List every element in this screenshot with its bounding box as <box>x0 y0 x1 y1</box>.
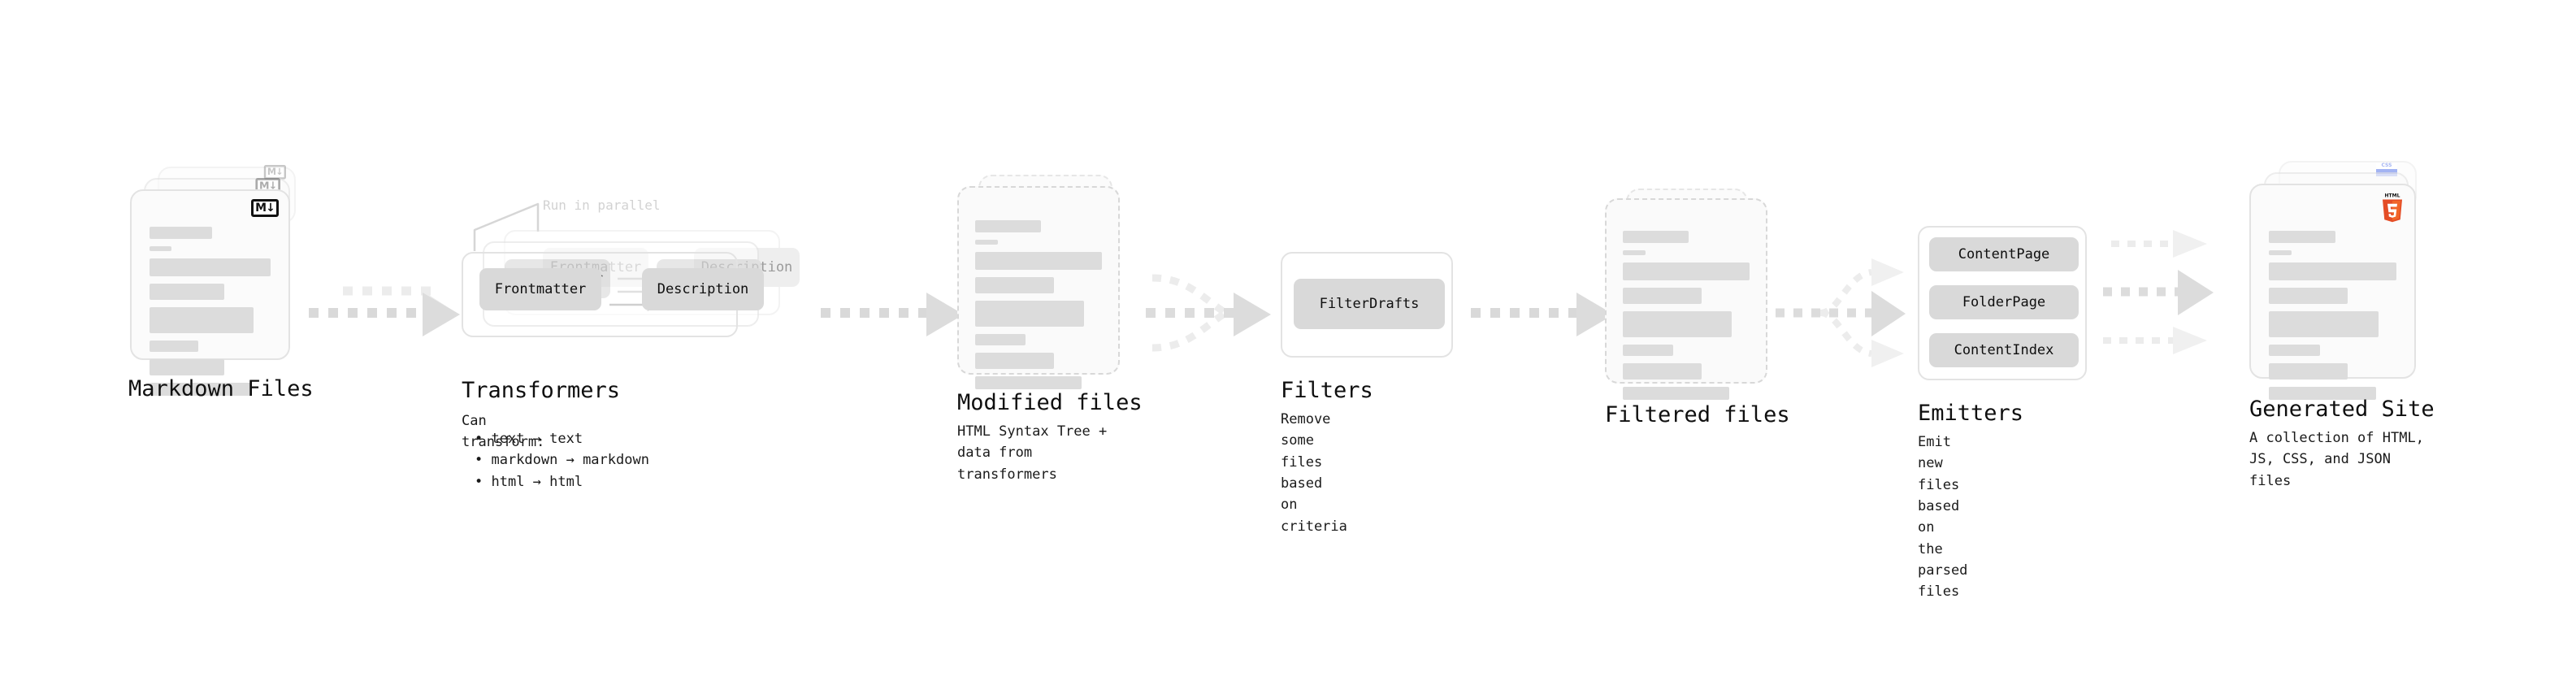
doc-placeholder-lines <box>150 227 271 396</box>
stage-modified-files: Modified files HTML Syntax Tree + data f… <box>957 175 1143 483</box>
filtered-card-front <box>1605 198 1767 400</box>
emitters-subtitle: Emit new files based on the parsed files <box>1918 434 1968 601</box>
stage-title-filtered-files: Filtered files <box>1605 402 1790 427</box>
svg-text:HTML: HTML <box>2385 193 2400 199</box>
css-label: CSS <box>2381 163 2392 168</box>
connector-filters-to-filtered <box>1471 293 1614 336</box>
list-item: html → html <box>475 471 649 492</box>
markdown-icon: M↓ <box>263 165 286 180</box>
stage-title-emitters: Emitters <box>1918 401 2024 426</box>
connector-emitters-to-site <box>2103 230 2214 354</box>
connector-modified-to-filters <box>1146 274 1271 352</box>
stage-title-transformers: Transformers <box>462 378 621 403</box>
doc-placeholder-lines <box>1623 231 1750 400</box>
html5-icon: HTML <box>2380 192 2405 224</box>
connector-filtered-to-emitters <box>1776 258 1906 367</box>
connector-md-to-transformers <box>309 286 460 336</box>
stage-generated-site: CSS HTML <box>2249 161 2436 489</box>
list-item: text → text <box>475 428 649 449</box>
generated-site-stack: CSS HTML <box>2249 161 2436 400</box>
doc-placeholder-lines <box>975 220 1102 389</box>
list-item: markdown → markdown <box>475 449 648 471</box>
parallel-bracket-icon <box>473 202 540 251</box>
transformers-capability-list: text → text markdown → markdown html → h… <box>463 428 649 492</box>
emitters-group-box: ContentPage FolderPage ContentIndex <box>1918 226 2087 380</box>
stage-title-filters: Filters <box>1281 378 1373 403</box>
markdown-icon: M↓ <box>251 199 279 217</box>
modified-file-stack <box>957 175 1136 389</box>
pill-filter-drafts[interactable]: FilterDrafts <box>1294 279 1445 329</box>
site-card-front: HTML <box>2249 184 2416 400</box>
pill-content-index[interactable]: ContentIndex <box>1929 333 2079 367</box>
modified-card-front <box>957 186 1120 389</box>
markdown-file-stack: M↓ M↓ M↓ <box>130 165 309 396</box>
stage-title-markdown-files: Markdown Files <box>128 376 314 401</box>
pill-description[interactable]: Description <box>642 268 764 310</box>
stage-filtered-files: Filtered files <box>1605 189 1790 427</box>
filters-subtitle: Remove some files based on criteria <box>1281 411 1347 535</box>
run-in-parallel-label: Run in parallel <box>543 197 661 213</box>
pill-folder-page[interactable]: FolderPage <box>1929 285 2079 319</box>
stage-markdown-files: M↓ M↓ M↓ Markdown Files <box>128 165 314 401</box>
markdown-card-front: M↓ <box>130 189 290 396</box>
pill-frontmatter[interactable]: Frontmatter <box>479 268 601 310</box>
filters-group-box: FilterDrafts <box>1281 252 1453 358</box>
generated-site-subtitle: A collection of HTML, JS, CSS, and JSON … <box>2249 430 2424 489</box>
filtered-file-stack <box>1605 189 1784 400</box>
connector-transformers-to-modified <box>821 293 964 336</box>
doc-placeholder-lines <box>2269 231 2396 400</box>
pill-content-page[interactable]: ContentPage <box>1929 237 2079 271</box>
modified-files-subtitle: HTML Syntax Tree + data from transformer… <box>957 423 1108 483</box>
stage-title-generated-site: Generated Site <box>2249 397 2435 422</box>
stage-title-modified-files: Modified files <box>957 390 1143 415</box>
